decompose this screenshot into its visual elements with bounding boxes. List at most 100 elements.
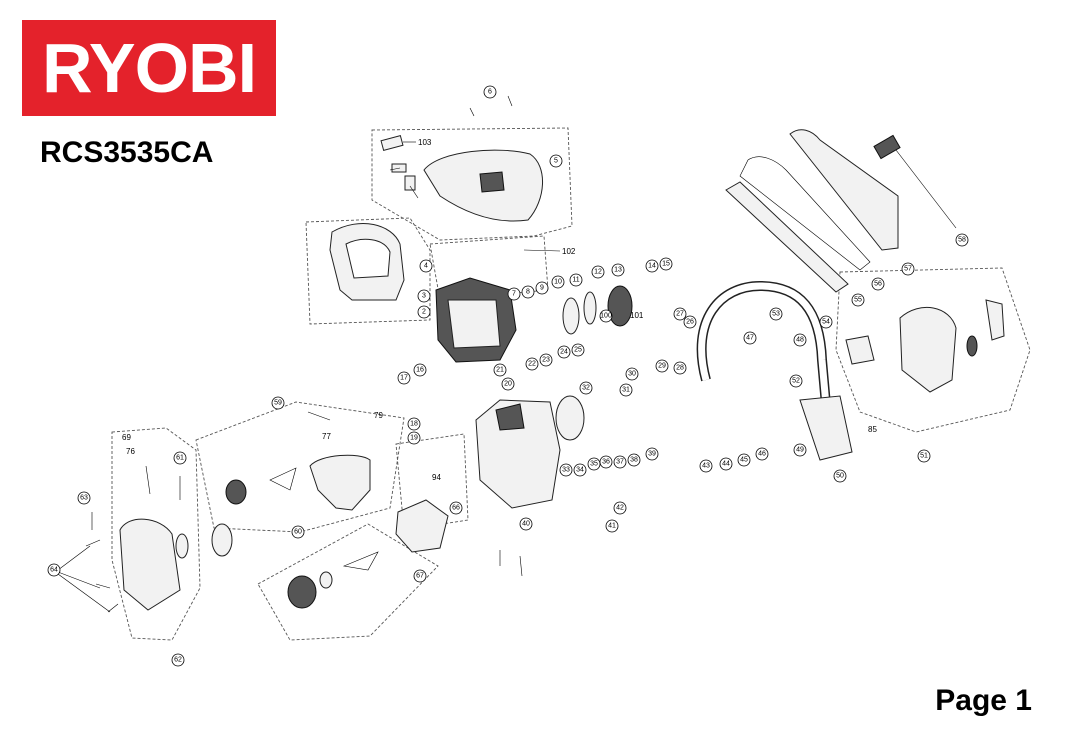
guide-bar-and-chain	[725, 129, 957, 293]
callout: 19	[407, 431, 421, 445]
svg-text:39: 39	[648, 451, 656, 458]
svg-text:9: 9	[540, 285, 544, 292]
callout: 43	[699, 459, 713, 473]
svg-text:46: 46	[758, 451, 766, 458]
svg-text:20: 20	[504, 381, 512, 388]
part-number: 77	[322, 432, 331, 441]
fasteners	[85, 95, 523, 613]
part-number: 102	[562, 247, 576, 256]
svg-text:48: 48	[796, 337, 804, 344]
svg-text:16: 16	[416, 367, 424, 374]
callout: 66	[449, 501, 463, 515]
svg-text:56: 56	[874, 281, 882, 288]
callout: 36	[599, 455, 613, 469]
svg-text:45: 45	[740, 457, 748, 464]
callouts: 2 3 4 5 6 7 8 9 10 11 12 13 14 15 16 17 …	[47, 85, 969, 667]
callout: 26	[683, 315, 697, 329]
svg-text:11: 11	[572, 277, 579, 284]
svg-text:57: 57	[904, 266, 912, 273]
svg-text:10: 10	[554, 279, 562, 286]
callout: 20	[501, 377, 515, 391]
svg-text:59: 59	[274, 400, 282, 407]
callout: 100	[599, 309, 613, 323]
svg-text:7: 7	[512, 291, 516, 298]
engine-top-cover	[380, 134, 543, 222]
part-number: 85	[868, 425, 877, 434]
callout: 9	[535, 281, 549, 295]
callout: 18	[407, 417, 421, 431]
svg-text:38: 38	[630, 457, 638, 464]
callout: 21	[493, 363, 507, 377]
svg-text:58: 58	[958, 237, 966, 244]
callout: 2	[417, 305, 431, 319]
callout: 33	[559, 463, 573, 477]
callout: 23	[539, 353, 553, 367]
callout: 62	[171, 653, 185, 667]
starter-housing	[119, 518, 233, 611]
svg-text:6: 6	[488, 89, 492, 96]
svg-text:44: 44	[722, 461, 730, 468]
front-hand-guard	[329, 223, 405, 301]
callout: 38	[627, 453, 641, 467]
svg-text:49: 49	[796, 447, 804, 454]
svg-text:33: 33	[562, 467, 570, 474]
callout: 11	[569, 273, 583, 287]
callout: 32	[579, 381, 593, 395]
callout: 16	[413, 363, 427, 377]
svg-text:100: 100	[600, 313, 612, 320]
model-number: RCS3535CA	[40, 136, 214, 169]
callout: 29	[655, 359, 669, 373]
svg-text:24: 24	[560, 349, 568, 356]
svg-text:5: 5	[554, 158, 558, 165]
callout: 6	[483, 85, 497, 99]
ryobi-logo: RYOBI	[22, 20, 276, 116]
callout: 13	[611, 263, 625, 277]
callout: 53	[769, 307, 783, 321]
callout: 54	[819, 315, 833, 329]
logo-text: RYOBI	[41, 29, 257, 107]
svg-text:40: 40	[522, 521, 530, 528]
callout: 34	[573, 463, 587, 477]
svg-text:22: 22	[528, 361, 536, 368]
callout: 28	[673, 361, 687, 375]
callout: 60	[291, 525, 305, 539]
callout: 39	[645, 447, 659, 461]
svg-text:8: 8	[526, 289, 530, 296]
air-filter-housing	[225, 454, 371, 511]
svg-text:21: 21	[496, 367, 504, 374]
callout: 35	[587, 457, 601, 471]
svg-text:25: 25	[574, 347, 582, 354]
callout: 63	[77, 491, 91, 505]
svg-text:37: 37	[616, 459, 624, 466]
svg-text:41: 41	[608, 523, 616, 530]
callout: 42	[613, 501, 627, 515]
svg-text:36: 36	[602, 459, 610, 466]
svg-text:55: 55	[854, 297, 862, 304]
svg-text:2: 2	[422, 309, 426, 316]
callout: 40	[519, 517, 533, 531]
clutch-cover-assembly	[845, 299, 1005, 393]
svg-text:19: 19	[410, 435, 418, 442]
callout: 10	[551, 275, 565, 289]
callout: 24	[557, 345, 571, 359]
svg-text:13: 13	[614, 267, 622, 274]
rear-handle	[696, 280, 853, 461]
callout: 59	[271, 396, 285, 410]
callout: 67	[413, 569, 427, 583]
part-number: 76	[126, 447, 135, 456]
callout: 12	[591, 265, 605, 279]
callout: 46	[755, 447, 769, 461]
svg-text:62: 62	[174, 657, 182, 664]
svg-text:67: 67	[416, 573, 424, 580]
svg-text:64: 64	[50, 567, 58, 574]
svg-text:61: 61	[176, 455, 184, 462]
engine-block	[435, 277, 517, 363]
part-number: 103	[418, 138, 432, 147]
callout: 45	[737, 453, 751, 467]
svg-text:51: 51	[920, 453, 928, 460]
callout: 3	[417, 289, 431, 303]
callout: 57	[901, 262, 915, 276]
svg-text:12: 12	[594, 269, 602, 276]
callout: 47	[743, 331, 757, 345]
